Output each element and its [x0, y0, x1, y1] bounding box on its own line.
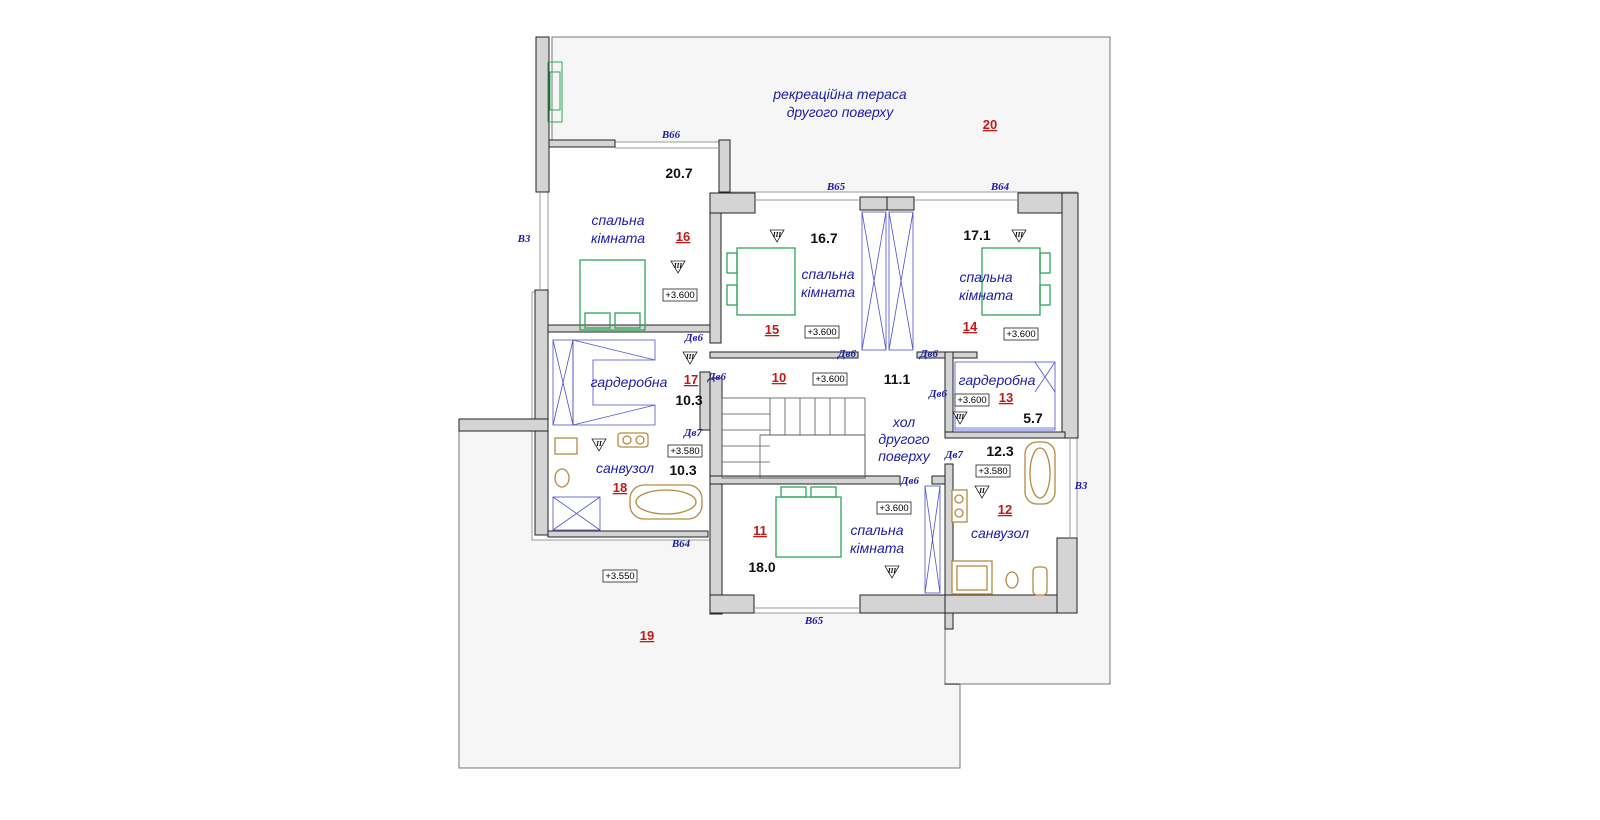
bathroom-18-mark: II — [595, 440, 602, 448]
wardrobe-17-label: гардеробна — [591, 374, 668, 390]
code-d7-a: Дв7 — [683, 427, 702, 439]
beds — [579, 247, 1051, 558]
code-b64-top: В64 — [990, 181, 1010, 193]
bedroom-16-level: +3.600 — [665, 290, 694, 301]
bathroom-18-number: 18 — [613, 480, 627, 495]
bedroom-14-label-1: спальна — [959, 269, 1012, 285]
hall-label-1: хол — [892, 414, 915, 430]
finish-markers: III III III III III II II III — [591, 229, 1027, 579]
bedroom-16-mark: III — [673, 262, 682, 270]
element-codes: В66 В65 В64 В3 В3 В64 В65 Дв6 Дв6 Дв6 Дв… — [517, 129, 1088, 627]
bedroom-16-number: 16 — [676, 229, 690, 244]
wardrobe-13-number: 13 — [999, 390, 1013, 405]
code-d6-d: Дв6 — [707, 371, 726, 383]
bathroom-18-area: 10.3 — [669, 462, 696, 478]
bathroom-12-area: 12.3 — [986, 443, 1013, 459]
wardrobe-13-level: +3.600 — [957, 395, 986, 406]
bedroom-14-mark: III — [1014, 231, 1023, 239]
staircase — [721, 397, 866, 479]
bedroom-15-mark: III — [772, 231, 781, 239]
terrace-lower-number: 19 — [640, 628, 654, 643]
bedroom-15-level: +3.600 — [807, 327, 836, 338]
bedroom-11-mark: III — [887, 567, 896, 575]
bathroom-12-number: 12 — [998, 502, 1012, 517]
wardrobe-17-mark: III — [685, 353, 694, 361]
code-d6-f: Дв6 — [900, 475, 919, 487]
code-d6-b: Дв6 — [837, 348, 856, 360]
code-d6-e: Дв6 — [928, 388, 947, 400]
bathroom-12-mark: II — [978, 487, 985, 495]
bedroom-16-area: 20.7 — [665, 165, 692, 181]
code-b65-bottom: В65 — [804, 615, 824, 627]
code-b65-top: В65 — [826, 181, 846, 193]
terrace-lower-level: +3.550 — [605, 571, 634, 582]
code-d6-c: Дв6 — [919, 348, 938, 360]
bedroom-15-label-2: кімната — [801, 284, 855, 300]
bedroom-15-label-1: спальна — [801, 266, 854, 282]
code-b66: В66 — [661, 129, 681, 141]
bedroom-11-number: 11 — [753, 523, 767, 538]
bathroom-12-level: +3.580 — [978, 466, 1007, 477]
bathroom-18-label: санвузол — [596, 460, 654, 476]
bedroom-11-area: 18.0 — [748, 559, 775, 575]
corridor-10-number: 10 — [772, 370, 786, 385]
bathroom-18-level: +3.580 — [670, 446, 699, 457]
code-d6-a: Дв6 — [684, 332, 703, 344]
wardrobe-17-area: 10.3 — [675, 392, 702, 408]
hall-label-3: поверху — [878, 448, 931, 464]
bedroom-11-label-2: кімната — [850, 540, 904, 556]
code-b64-bottom: В64 — [671, 538, 691, 550]
code-d7-b: Дв7 — [944, 449, 963, 461]
bathroom-fixtures — [554, 432, 1056, 596]
bedroom-11-label-1: спальна — [850, 522, 903, 538]
corridor-10-area: 11.1 — [884, 371, 911, 387]
bedroom-15-area: 16.7 — [810, 230, 837, 246]
terrace-upper-number: 20 — [983, 117, 997, 132]
window-lines — [539, 61, 1071, 609]
bedroom-15-number: 15 — [765, 322, 779, 337]
wardrobe-13-area: 5.7 — [1023, 410, 1043, 426]
hall-label-2: другого — [878, 431, 929, 447]
room-labels: рекреаційна тераса другого поверху 20 20… — [591, 86, 1043, 643]
bedroom-14-level: +3.600 — [1006, 329, 1035, 340]
bedroom-14-label-2: кімната — [959, 287, 1013, 303]
code-b3-right: В3 — [1074, 480, 1088, 492]
bedroom-16-label-1: спальна — [591, 212, 644, 228]
level-marks: +3.600 +3.600 +3.600 +3.600 +3.600 +3.58… — [602, 288, 1039, 583]
wardrobe-13-mark: III — [955, 413, 964, 421]
walls — [458, 36, 1079, 685]
wardrobe-17-number: 17 — [684, 372, 698, 387]
bedroom-16-label-2: кімната — [591, 230, 645, 246]
code-b3-left: В3 — [517, 233, 531, 245]
terrace-upper-label-1: рекреаційна тераса — [772, 86, 907, 102]
wardrobes — [552, 211, 1056, 594]
bedroom-14-number: 14 — [963, 319, 978, 334]
bathroom-12-label: санвузол — [971, 525, 1029, 541]
bedroom-11-level: +3.600 — [879, 503, 908, 514]
terrace-upper-label-2: другого поверху — [787, 104, 895, 120]
corridor-10-level: +3.600 — [815, 374, 844, 385]
wardrobe-13-label: гардеробна — [959, 372, 1036, 388]
bedroom-14-area: 17.1 — [963, 227, 990, 243]
